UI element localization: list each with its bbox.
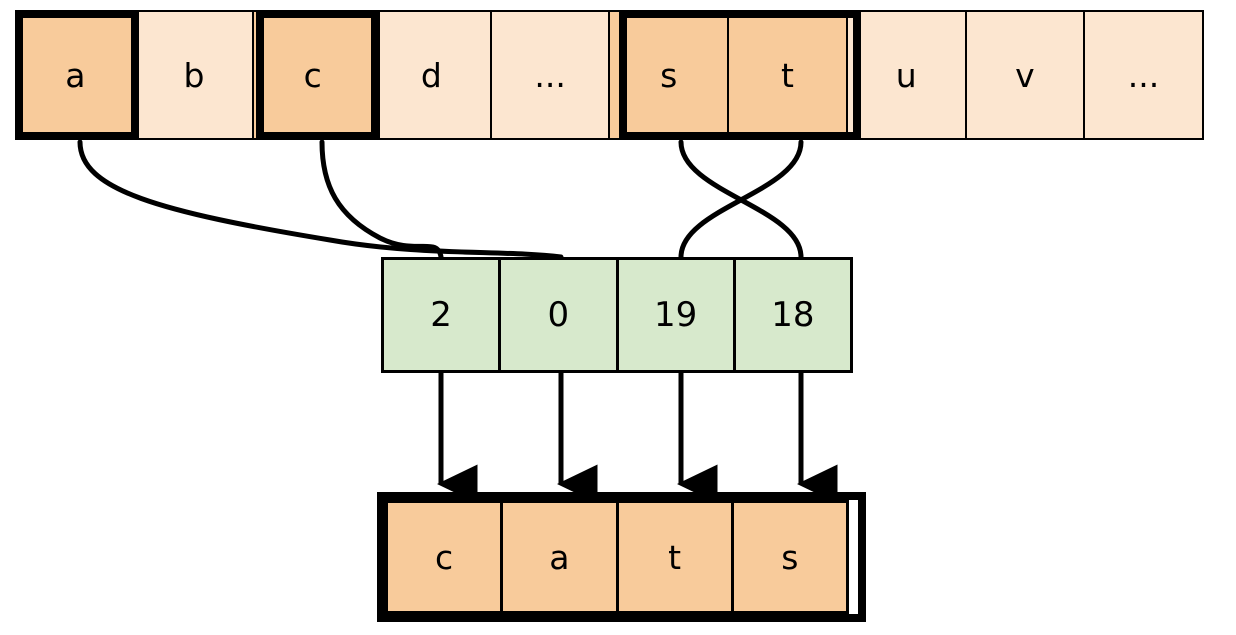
index-cell[interactable]: 19 — [615, 257, 736, 373]
alphabet-cell[interactable]: s — [608, 10, 730, 140]
alphabet-cell[interactable]: b — [133, 10, 255, 140]
index-cell[interactable]: 18 — [732, 257, 853, 373]
alphabet-cell[interactable]: v — [964, 10, 1086, 140]
curve-c-to-2 — [319, 139, 444, 260]
index-array: 2 0 19 18 — [381, 257, 862, 373]
alphabet-cell-ellipsis: ... — [1083, 10, 1204, 140]
alphabet-strip: a b c d ... s t u v ... — [15, 10, 1222, 140]
alphabet-cell[interactable]: t — [727, 10, 848, 140]
alphabet-cell[interactable]: c — [252, 10, 374, 140]
curve-s-to-18 — [678, 139, 804, 260]
index-cell[interactable]: 0 — [498, 257, 619, 373]
alphabet-cell[interactable]: d — [371, 10, 492, 140]
alphabet-cell[interactable]: u — [845, 10, 967, 140]
alphabet-cell[interactable]: a — [15, 10, 136, 140]
word-cell[interactable]: t — [615, 500, 734, 614]
alphabet-cell-ellipsis: ... — [489, 10, 611, 140]
word-cell[interactable]: s — [730, 500, 849, 614]
curve-t-to-19 — [678, 139, 804, 260]
index-cell[interactable]: 2 — [381, 257, 502, 373]
word-cell[interactable]: a — [500, 500, 619, 614]
word-cell[interactable]: c — [385, 500, 504, 614]
output-word: c a t s — [385, 500, 858, 614]
curve-a-to-0 — [77, 139, 564, 260]
